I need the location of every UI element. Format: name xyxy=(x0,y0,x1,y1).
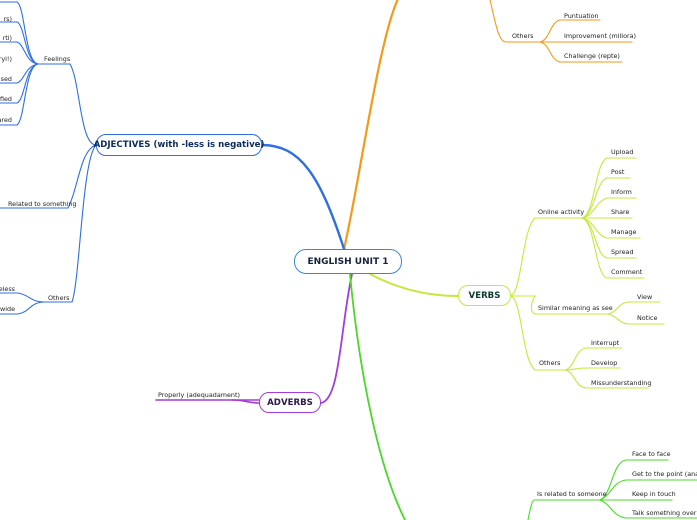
branch-adjectives xyxy=(260,143,346,251)
verb-develop[interactable]: Develop xyxy=(591,359,618,367)
verb-inform[interactable]: Inform xyxy=(611,188,632,196)
adverbs-label: ADVERBS xyxy=(267,397,313,408)
online-activity-label[interactable]: Online activity xyxy=(538,208,585,216)
adjectives-label: ADJECTIVES (with -less is negative) xyxy=(93,140,265,150)
verb-view[interactable]: View xyxy=(637,293,653,301)
feelings-item-5[interactable]: ified xyxy=(0,95,12,103)
verb-upload[interactable]: Upload xyxy=(611,148,634,156)
verbs-label: VERBS xyxy=(468,290,501,301)
branch-expressions xyxy=(349,273,406,520)
central-topic-label: ENGLISH UNIT 1 xyxy=(307,256,389,267)
feelings-item-3[interactable]: ryi!) xyxy=(0,55,12,63)
verbs-others-label[interactable]: Others xyxy=(539,359,561,367)
verb-manage[interactable]: Manage xyxy=(611,228,637,236)
verb-missunderstanding[interactable]: Missunderstanding xyxy=(591,379,652,387)
expression-get-to-the-point[interactable]: Get to the point (anar al xyxy=(632,470,697,478)
adverb-properly[interactable]: Properly (adequadament) xyxy=(158,391,240,399)
nouns-item-puntuation[interactable]: Puntuation xyxy=(564,12,599,20)
expression-face-to-face[interactable]: Face to face xyxy=(632,450,671,458)
feelings-item-6[interactable]: ared xyxy=(0,116,12,124)
verb-share[interactable]: Share xyxy=(611,208,630,216)
expression-keep-in-touch[interactable]: Keep in touch xyxy=(632,490,676,498)
nouns-item-improvement[interactable]: Improvement (millora) xyxy=(564,32,637,40)
central-topic-node[interactable]: ENGLISH UNIT 1 xyxy=(294,249,402,274)
feelings-item-1[interactable]: rs) xyxy=(3,15,12,23)
adjectives-others-label[interactable]: Others xyxy=(48,294,70,302)
adjectives-others-item-1[interactable]: eless xyxy=(0,285,15,293)
adverbs-node[interactable]: ADVERBS xyxy=(259,392,321,413)
verb-post[interactable]: Post xyxy=(611,168,625,176)
feelings-item-2[interactable]: rti) xyxy=(2,34,12,42)
nouns-item-challenge[interactable]: Challenge (repte) xyxy=(564,52,620,60)
branch-nouns xyxy=(342,0,399,251)
verb-interrupt[interactable]: Interrupt xyxy=(591,339,620,347)
verb-comment[interactable]: Comment xyxy=(611,268,643,276)
feelings-item-4[interactable]: sed xyxy=(0,75,12,83)
feelings-label[interactable]: Feelings xyxy=(44,55,71,63)
similar-meaning-label[interactable]: Similar meaning as see xyxy=(538,304,613,312)
related-to-something-label[interactable]: Related to something xyxy=(8,200,77,208)
branch-verbs xyxy=(369,273,459,297)
expression-talk-something-over[interactable]: Talk something over xyxy=(632,509,697,517)
adjectives-others-item-2[interactable]: ldwide xyxy=(0,305,15,313)
related-to-someone-label[interactable]: Is related to someone xyxy=(537,490,607,498)
nouns-others-label[interactable]: Others xyxy=(512,32,534,40)
adjectives-node[interactable]: ADJECTIVES (with -less is negative) xyxy=(93,134,265,156)
branch-adverbs xyxy=(320,273,353,404)
verb-notice[interactable]: Notice xyxy=(637,314,658,322)
verbs-node[interactable]: VERBS xyxy=(458,285,511,306)
verb-spread[interactable]: Spread xyxy=(611,248,634,256)
